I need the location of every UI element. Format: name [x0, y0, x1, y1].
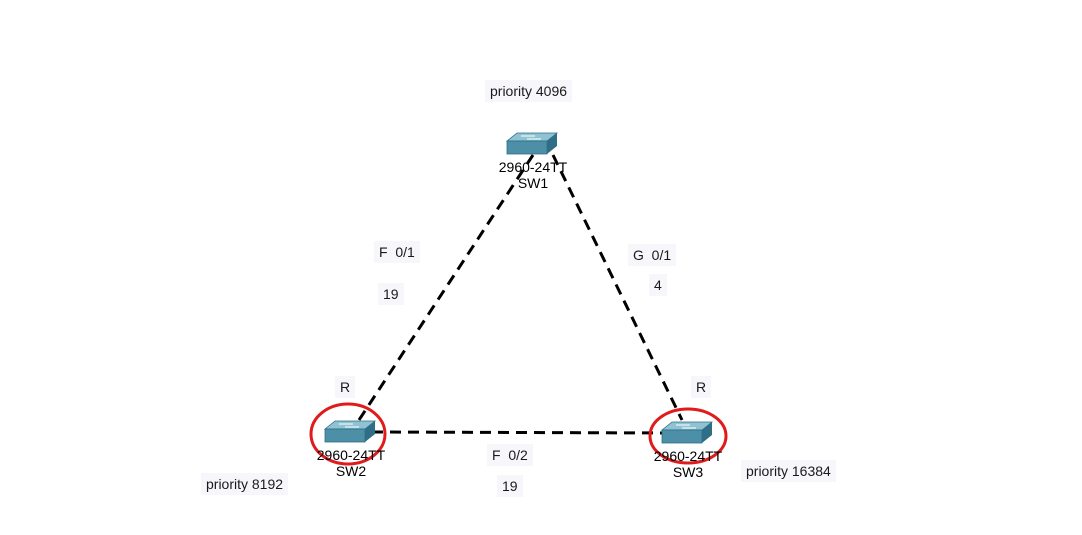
device-label-sw1: 2960-24TT SW1: [478, 159, 588, 191]
root-port-marker-sw2: R: [335, 376, 356, 398]
device-name-sw3: SW3: [672, 464, 704, 480]
device-name-sw1: SW1: [517, 175, 549, 191]
link-cost-sw1-sw3: 4: [649, 274, 667, 296]
priority-note-sw1: priority 4096: [485, 80, 573, 102]
device-name-sw2: SW2: [335, 463, 367, 479]
link-port-sw2-sw3: F 0/2: [487, 444, 533, 466]
switch-icon-sw2[interactable]: [323, 420, 377, 443]
root-port-circle-sw3: [648, 407, 728, 465]
link-port-sw1-sw2: F 0/1: [374, 241, 420, 263]
link-cost-sw1-sw2: 19: [378, 283, 404, 305]
device-model-sw2: 2960-24TT: [316, 447, 386, 463]
root-port-circle-sw2: [309, 402, 387, 466]
device-label-sw2: 2960-24TT SW2: [296, 447, 406, 479]
root-port-marker-sw3: R: [691, 376, 712, 398]
link-sw2-sw3[interactable]: [371, 430, 673, 435]
priority-note-sw2: priority 8192: [201, 473, 289, 495]
switch-icon-sw3[interactable]: [660, 421, 714, 444]
link-cost-sw2-sw3: 19: [497, 475, 523, 497]
device-label-sw3: 2960-24TT SW3: [633, 448, 743, 480]
link-sw1-sw3[interactable]: [551, 154, 684, 421]
priority-note-sw3: priority 16384: [741, 460, 836, 482]
device-model-sw1: 2960-24TT: [498, 159, 568, 175]
switch-icon-sw1[interactable]: [505, 132, 559, 155]
device-model-sw3: 2960-24TT: [653, 448, 723, 464]
link-port-sw1-sw3: G 0/1: [628, 244, 677, 266]
